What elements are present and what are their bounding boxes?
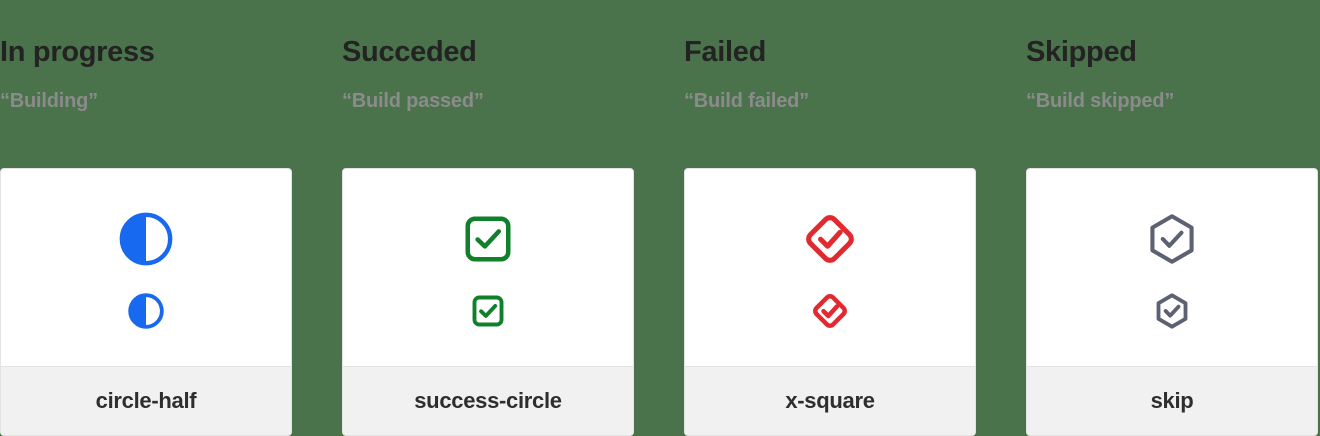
icon-card-footer: x-square	[685, 366, 975, 435]
icon-name-label: x-square	[785, 388, 875, 413]
x-square-icon	[810, 291, 850, 331]
status-subtitle: “Build skipped”	[1026, 90, 1175, 112]
status-subtitle: “Build failed”	[684, 90, 809, 112]
icon-slot-small	[343, 291, 633, 331]
status-column-skipped: Skipped “Build skipped”	[1026, 0, 1318, 436]
icon-slot-small	[1027, 291, 1317, 331]
icon-card[interactable]: x-square	[684, 168, 976, 436]
skip-icon	[1152, 291, 1192, 331]
status-column-succeded: Succeded “Build passed”	[342, 0, 634, 436]
status-column-failed: Failed “Build failed”	[684, 0, 976, 436]
icon-card-footer: success-circle	[343, 366, 633, 435]
success-circle-icon	[461, 212, 515, 266]
icon-card[interactable]: skip	[1026, 168, 1318, 436]
icon-card-body	[1027, 169, 1317, 368]
x-square-icon	[801, 210, 859, 268]
icon-card-footer: skip	[1027, 366, 1317, 435]
icon-card-footer: circle-half	[1, 366, 291, 435]
icon-slot-large	[1, 209, 291, 269]
status-title: Failed	[684, 36, 766, 68]
circle-half-icon	[127, 292, 165, 330]
status-title: In progress	[0, 36, 155, 68]
icon-card[interactable]: success-circle	[342, 168, 634, 436]
icon-card-body	[685, 169, 975, 368]
status-subtitle: “Building”	[0, 90, 98, 112]
icon-slot-large	[343, 209, 633, 269]
icon-card[interactable]: circle-half	[0, 168, 292, 436]
icon-name-label: skip	[1150, 388, 1194, 413]
icon-name-label: success-circle	[414, 388, 562, 413]
icon-card-body	[1, 169, 291, 368]
icon-name-label: circle-half	[95, 388, 197, 413]
icon-slot-large	[1027, 209, 1317, 269]
icon-slot-small	[1, 291, 291, 331]
status-title: Skipped	[1026, 36, 1137, 68]
icon-card-body	[343, 169, 633, 368]
icon-slot-small	[685, 291, 975, 331]
status-subtitle: “Build passed”	[342, 90, 484, 112]
status-column-in-progress: In progress “Building”	[0, 0, 292, 436]
icon-slot-large	[685, 209, 975, 269]
success-circle-icon	[470, 293, 506, 329]
skip-icon	[1143, 210, 1201, 268]
status-title: Succeded	[342, 36, 477, 68]
circle-half-icon	[117, 210, 175, 268]
